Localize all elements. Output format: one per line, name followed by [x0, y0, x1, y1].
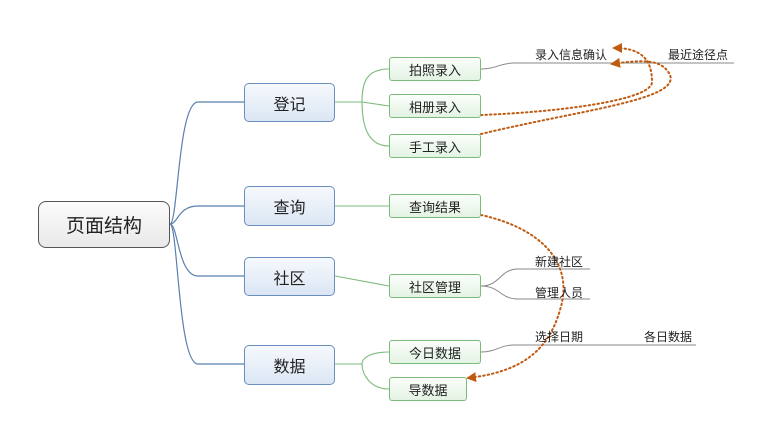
node-album-entry[interactable]: 相册录入	[389, 94, 481, 118]
child-connectors	[334, 68, 390, 390]
connector-root-community	[169, 223, 244, 277]
branch-register[interactable]: 登记	[244, 83, 335, 122]
node-photo-entry-label: 拍照录入	[408, 63, 461, 79]
relation-arrows	[466, 43, 672, 383]
connector-album-entry	[361, 101, 390, 107]
connector-new-community	[480, 268, 590, 287]
node-album-entry-label: 相册录入	[408, 100, 461, 116]
branch-community-label: 社区	[273, 268, 306, 288]
branch-register-label: 登记	[273, 94, 306, 114]
connector-community-manage	[334, 275, 390, 287]
branch-query-label: 查询	[273, 198, 306, 217]
branch-data[interactable]: 数据	[244, 345, 335, 385]
leaf-manage-staff[interactable]: 管理人员	[535, 286, 584, 300]
node-today-data-label: 今日数据	[408, 346, 461, 362]
relation-query-to-export	[466, 214, 565, 383]
connector-select-date	[480, 344, 696, 353]
root-connectors	[169, 101, 244, 365]
connector-photo-entry	[361, 68, 390, 103]
node-manual-entry[interactable]: 手工录入	[389, 134, 481, 158]
node-community-manage[interactable]: 社区管理	[389, 274, 481, 298]
node-today-data[interactable]: 今日数据	[389, 340, 481, 364]
leaf-new-community[interactable]: 新建社区	[535, 255, 584, 269]
branch-community[interactable]: 社区	[244, 257, 335, 296]
leaf-daily-data[interactable]: 各日数据	[644, 330, 693, 344]
connector-today-data	[361, 351, 390, 365]
connector-manage-staff	[480, 285, 590, 300]
node-manual-entry-label: 手工录入	[408, 140, 461, 156]
node-photo-entry[interactable]: 拍照录入	[389, 57, 481, 81]
node-export-data[interactable]: 导数据	[389, 377, 467, 401]
connector-manual-entry	[361, 101, 390, 147]
connector-root-query	[169, 205, 244, 225]
leaf-select-date[interactable]: 选择日期	[535, 330, 584, 344]
node-query-result[interactable]: 查询结果	[389, 194, 481, 218]
leaf-recent-route[interactable]: 最近途径点	[668, 48, 729, 62]
root-node-label: 页面结构	[65, 215, 142, 237]
node-query-result-label: 查询结果	[408, 200, 461, 216]
relation-album-to-confirm	[480, 43, 654, 116]
connector-export-data	[361, 363, 390, 390]
root-node[interactable]: 页面结构	[38, 201, 170, 248]
leaf-connectors	[480, 62, 734, 353]
node-export-data-label: 导数据	[408, 383, 448, 399]
connector-confirm-info	[480, 62, 734, 70]
branch-data-label: 数据	[273, 357, 306, 376]
branch-query[interactable]: 查询	[244, 186, 335, 226]
connector-root-data	[169, 223, 244, 365]
connector-root-register	[169, 101, 244, 225]
relation-manual-to-recent	[480, 57, 672, 135]
leaf-confirm-info[interactable]: 录入信息确认	[535, 48, 608, 62]
node-community-manage-label: 社区管理	[408, 280, 461, 296]
